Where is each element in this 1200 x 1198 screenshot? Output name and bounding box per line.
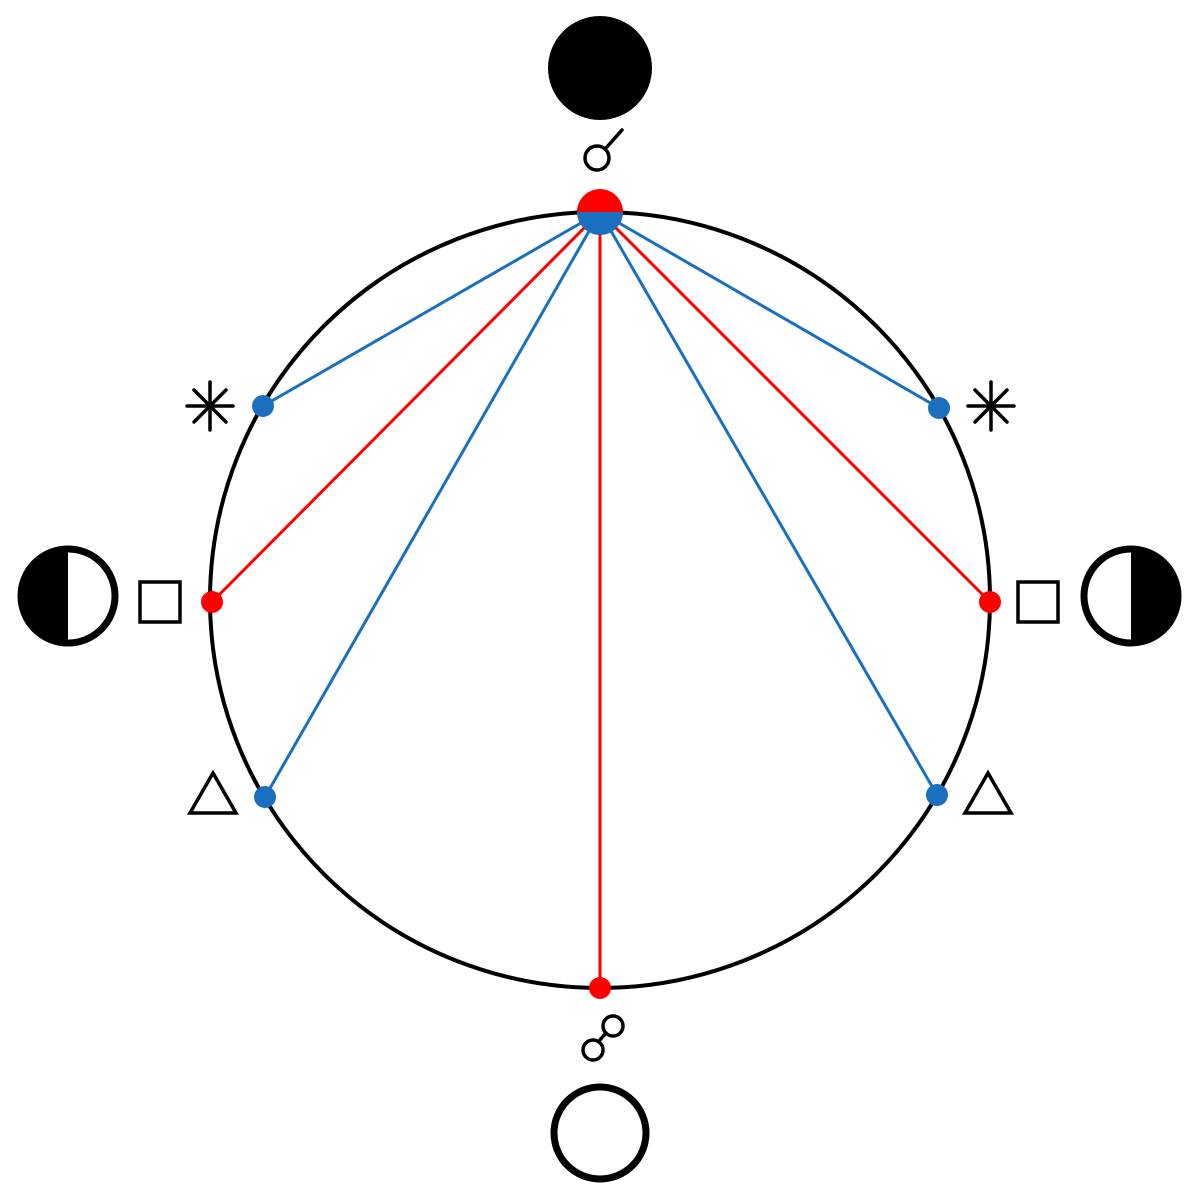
aspect-points <box>201 189 1001 999</box>
sextile-glyph-icon <box>966 380 1016 432</box>
full-moon-icon <box>550 1083 650 1183</box>
conjunction-dot <box>577 189 623 235</box>
first-quarter-moon-icon <box>17 545 119 647</box>
aspect-glyphs <box>138 128 1060 1062</box>
conjunction-glyph-icon <box>583 128 624 172</box>
opposition-dot <box>589 977 611 999</box>
trine-left-line <box>263 211 602 798</box>
trine-right-dot <box>926 784 948 806</box>
sextile-left-dot <box>252 395 274 417</box>
square-left-line <box>210 210 602 604</box>
sextile-glyph-icon <box>185 380 235 432</box>
trine-left-dot <box>254 786 276 808</box>
trine-right-line <box>598 211 939 796</box>
square-glyph-icon <box>138 580 182 624</box>
trine-glyph-icon <box>186 769 240 815</box>
square-right-dot <box>979 591 1001 613</box>
moon-phases <box>17 16 1182 1183</box>
aspect-lines <box>210 210 992 988</box>
square-glyph-icon <box>1016 580 1060 624</box>
new-moon-icon <box>548 16 652 120</box>
trine-glyph-icon <box>961 769 1015 815</box>
last-quarter-moon-icon <box>1080 545 1182 647</box>
sextile-right-line <box>599 210 940 410</box>
sextile-left-line <box>262 210 601 408</box>
opposition-glyph-icon <box>581 1014 625 1062</box>
square-right-line <box>598 210 992 604</box>
sextile-right-dot <box>928 397 950 419</box>
square-left-dot <box>201 591 223 613</box>
